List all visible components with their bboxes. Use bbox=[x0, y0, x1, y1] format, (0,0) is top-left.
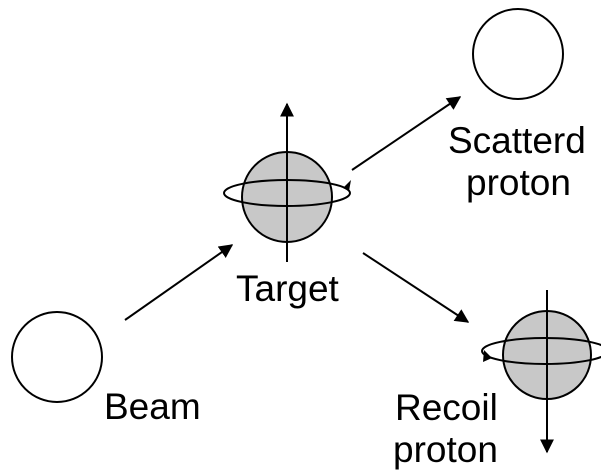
target-spin-direction-icon bbox=[343, 180, 351, 191]
scattered-proton-circle bbox=[472, 8, 564, 100]
scattered-arrow bbox=[351, 96, 462, 171]
recoil-label-line2: proton bbox=[393, 429, 498, 470]
target-label: Target bbox=[236, 268, 340, 309]
recoil-spin-orbit bbox=[481, 337, 601, 365]
scattered-label-line1: Scatterd bbox=[448, 120, 586, 161]
recoil-label-line1: Recoil bbox=[395, 387, 498, 428]
recoil-sphere bbox=[481, 290, 601, 454]
scattered-label-line2: proton bbox=[466, 162, 571, 203]
beam-particle-circle bbox=[11, 311, 103, 403]
recoil-spin-direction-icon bbox=[483, 350, 492, 362]
beam-arrow bbox=[124, 244, 234, 321]
recoil-arrow bbox=[362, 252, 470, 323]
target-sphere bbox=[223, 102, 351, 262]
beam-label: Beam bbox=[104, 386, 201, 427]
